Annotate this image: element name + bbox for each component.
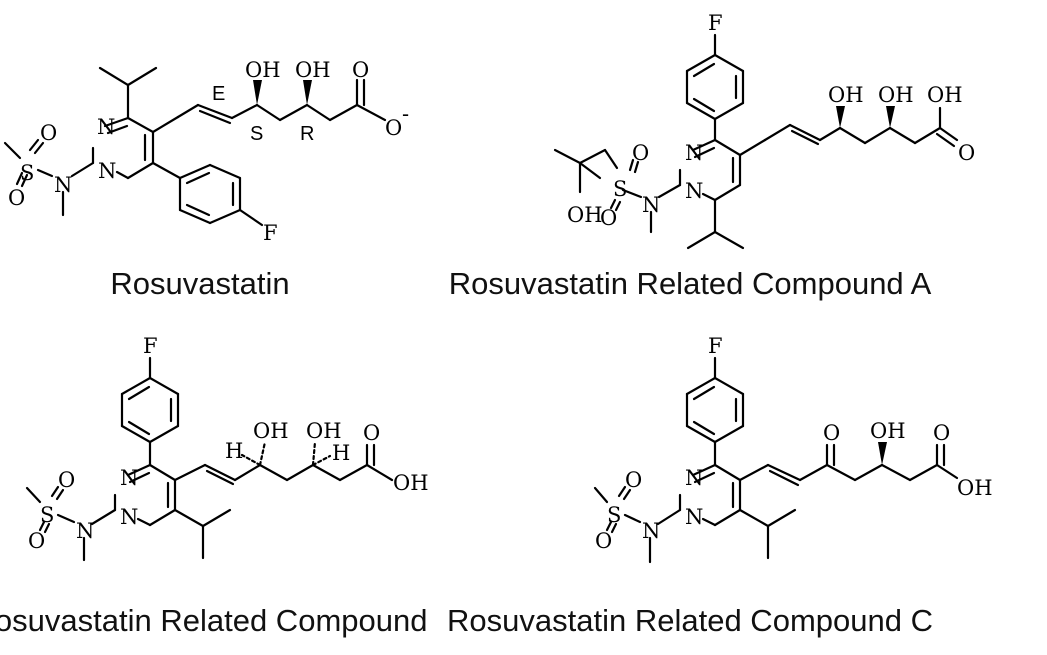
atom-n: N [120,505,138,529]
atom-o: O [823,421,840,445]
atom-n: N [685,141,703,165]
atom-s: S [40,503,54,527]
atom-o: O [28,529,45,553]
charge-minus: - [402,102,409,126]
atom-oh: OH [295,58,331,82]
atom-oh: OH [567,203,603,227]
atom-o: O [40,121,57,145]
stereo-descriptor-s: S [250,123,263,145]
atom-n: N [685,179,703,203]
atom-s: S [20,161,34,185]
panel-related-compound-b: F N N N S O O H OH OH H O OH Rosuvastati… [0,330,525,655]
structure-related-compound-a: F N N N S O O OH OH OH OH O [553,11,975,250]
atom-n: N [685,466,703,490]
compound-name: Rosuvastatin Related Compound A [448,266,932,301]
stereo-descriptor-e: E [212,83,225,105]
atom-o: O [352,58,369,82]
panel-related-compound-c: F N N N S O O O OH O OH Rosuvastatin Rel… [447,330,1047,655]
atom-oh: OH [245,58,281,82]
atom-oh: OH [927,83,963,107]
structure-related-compound-b: F N N N S O O H OH OH H O OH [25,334,429,562]
atom-n: N [120,466,138,490]
structure-rosuvastatin: N N N S O O F OH OH O O - E S R [3,58,409,245]
atom-n: N [54,173,72,197]
atom-o: O [595,529,612,553]
atom-f: F [263,221,278,245]
atom-n: N [685,505,703,529]
atom-oh: OH [957,476,993,500]
atom-f: F [708,11,723,35]
atom-n: N [642,193,660,217]
panel-related-compound-a: F N N N S O O OH OH OH OH O Rosuvastatin… [449,0,1047,320]
atom-f: F [708,334,723,358]
atom-oh: OH [306,419,342,443]
atom-f: F [143,334,158,358]
atom-o: O [933,421,950,445]
atom-o: O [625,468,642,492]
atom-oh: OH [828,83,864,107]
compound-name: Rosuvastatin [110,266,290,301]
atom-o: O [8,186,25,210]
stereo-descriptor-r: R [300,123,314,145]
atom-o: O [600,206,617,230]
compound-name: Rosuvastatin Related Compound C [447,603,933,638]
atom-n: N [98,159,116,183]
atom-h: H [332,441,350,465]
atom-o-minus: O [385,116,402,140]
atom-oh: OH [393,471,429,495]
atom-s: S [607,503,621,527]
atom-o: O [363,421,380,445]
atom-o: O [58,468,75,492]
atom-n: N [76,519,94,543]
atom-o: O [958,141,975,165]
structure-related-compound-c: F N N N S O O O OH O OH [593,334,993,564]
atom-h: H [225,439,243,463]
atom-oh: OH [878,83,914,107]
panel-rosuvastatin: N N N S O O F OH OH O O - E S R Rosuvast… [0,0,525,320]
atom-oh: OH [870,419,906,443]
compound-name: Rosuvastatin Related Compound [0,603,428,638]
atom-n: N [642,519,660,543]
atom-o: O [632,141,649,165]
atom-n: N [97,115,115,139]
atom-s: S [613,177,627,201]
atom-oh: OH [253,419,289,443]
